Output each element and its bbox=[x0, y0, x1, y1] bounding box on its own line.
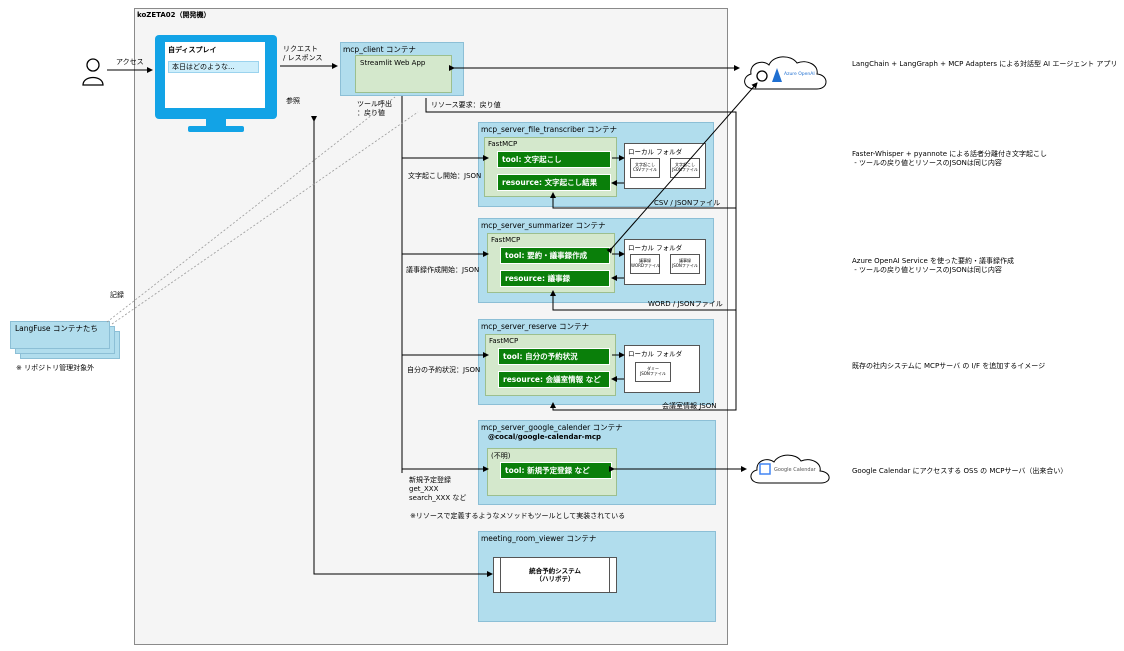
viewer-title: meeting_room_viewer コンテナ bbox=[481, 534, 597, 543]
transcriber-fastmcp-label: FastMCP bbox=[488, 140, 518, 148]
note-agent: LangChain + LangGraph + MCP Adapters による… bbox=[852, 60, 1118, 68]
resource-request-label: リソース要求：戻り値 bbox=[431, 101, 501, 109]
summarizer-doc-word: 議事録 WORDファイル bbox=[630, 254, 660, 274]
request-label-text: リクエスト / レスポンス bbox=[283, 45, 323, 62]
tool-call-label-text: ツール呼出 ：戻り値 bbox=[357, 100, 392, 117]
viewer-system-right-bar bbox=[609, 558, 610, 592]
streamlit-app-box[interactable]: Streamlit Web App bbox=[355, 55, 452, 93]
viewer-system-text: 統合予約システム （ハリボテ） bbox=[529, 567, 581, 583]
summarizer-title: mcp_server_summarizer コンテナ bbox=[481, 221, 606, 230]
display-screen: 自ディスプレイ 本日はどのような... bbox=[165, 42, 265, 108]
reserve-folder: ローカル フォルダ ダミー JSONファイル bbox=[624, 345, 700, 393]
viewer-system-left-bar bbox=[500, 558, 501, 592]
note-transcriber-text: Faster-Whisper + pyannote による話者分離付き文字起こし… bbox=[852, 150, 1048, 167]
reserve-resource-button[interactable]: resource: 会議室情報 など bbox=[498, 371, 610, 388]
reserve-file-label: 会議室情報 JSON bbox=[662, 402, 717, 410]
display-input-text: 本日はどのような... bbox=[172, 63, 235, 71]
display-title: 自ディスプレイ bbox=[168, 46, 217, 54]
mcp-client-container: mcp_client コンテナ Streamlit Web App bbox=[340, 42, 464, 96]
reserve-tool-button[interactable]: tool: 自分の予約状況 bbox=[498, 348, 610, 365]
note-reserve: 既存の社内システムに MCPサーバ の I/F を追加するイメージ bbox=[852, 362, 1046, 370]
monitor-stand bbox=[188, 126, 244, 132]
display-input[interactable]: 本日はどのような... bbox=[168, 61, 259, 73]
reserve-title: mcp_server_reserve コンテナ bbox=[481, 322, 590, 331]
access-label: アクセス bbox=[116, 58, 144, 66]
reserve-doc-json: ダミー JSONファイル bbox=[635, 362, 671, 382]
google-title: mcp_server_google_calender コンテナ bbox=[481, 423, 623, 432]
google-calendar-cloud: Google Calendar bbox=[744, 450, 836, 488]
langfuse-title: LangFuse コンテナたち bbox=[15, 324, 98, 333]
tool-call-label: ツール呼出 ：戻り値 bbox=[357, 100, 392, 118]
google-package-label: @cocal/google-calendar-mcp bbox=[488, 433, 602, 441]
summarizer-doc-json-text: 議事録 JSONファイル bbox=[672, 258, 698, 268]
summarizer-resource-button[interactable]: resource: 議事録 bbox=[500, 270, 610, 287]
mcp-client-title: mcp_client コンテナ bbox=[343, 45, 416, 54]
azure-openai-label: Azure OpenAI bbox=[784, 72, 815, 77]
note-summarizer: Azure OpenAI Service を使った要約・議事録作成 - ツールの… bbox=[852, 257, 1014, 275]
summarizer-doc-word-text: 議事録 WORDファイル bbox=[631, 258, 660, 268]
transcriber-tool-button[interactable]: tool: 文字起こし bbox=[497, 151, 611, 168]
ref-label: 参照 bbox=[286, 97, 300, 105]
summarizer-fastmcp-label: FastMCP bbox=[491, 236, 521, 244]
reserve-folder-label: ローカル フォルダ bbox=[628, 350, 683, 358]
viewer-container: meeting_room_viewer コンテナ 統合予約システム （ハリボテ） bbox=[478, 531, 716, 622]
reserve-doc-json-text: ダミー JSONファイル bbox=[640, 366, 666, 376]
langfuse-box[interactable]: LangFuse コンテナたち bbox=[10, 321, 110, 349]
summarizer-file-label: WORD / JSONファイル bbox=[648, 300, 723, 308]
summarizer-tool-button[interactable]: tool: 要約・議事録作成 bbox=[500, 247, 610, 264]
reserve-fastmcp-label: FastMCP bbox=[489, 337, 519, 345]
user-icon bbox=[82, 58, 104, 86]
record-label: 記録 bbox=[110, 291, 124, 299]
streamlit-app-label: Streamlit Web App bbox=[360, 59, 426, 67]
google-unknown-label: (不明) bbox=[491, 452, 511, 460]
note-google: Google Calendar にアクセスする OSS の MCPサーバ（出来合… bbox=[852, 467, 1068, 475]
note-transcriber: Faster-Whisper + pyannote による話者分離付き文字起こし… bbox=[852, 150, 1047, 168]
viewer-system-label: 統合予約システム （ハリボテ） bbox=[508, 567, 602, 583]
request-label: リクエスト / レスポンス bbox=[283, 45, 322, 63]
summarizer-doc-json: 議事録 JSONファイル bbox=[670, 254, 700, 274]
azure-openai-cloud: Azure OpenAI bbox=[737, 51, 833, 97]
host-title: koZETA02（開発機） bbox=[137, 11, 211, 19]
google-note: ※リソースで定義するようなメソッドもツールとして実装されている bbox=[410, 512, 626, 520]
viewer-system-box[interactable]: 統合予約システム （ハリボテ） bbox=[493, 557, 617, 593]
google-calendar-label: Google Calendar bbox=[774, 467, 816, 473]
transcriber-title: mcp_server_file_transcriber コンテナ bbox=[481, 125, 618, 134]
note-summarizer-text: Azure OpenAI Service を使った要約・議事録作成 - ツールの… bbox=[852, 257, 1015, 274]
display-monitor: 自ディスプレイ 本日はどのような... bbox=[155, 35, 277, 119]
langfuse-note: ※ リポジトリ管理対象外 bbox=[16, 364, 95, 372]
monitor-neck bbox=[206, 119, 226, 126]
reserve-container: mcp_server_reserve コンテナ FastMCP tool: 自分… bbox=[478, 319, 714, 405]
